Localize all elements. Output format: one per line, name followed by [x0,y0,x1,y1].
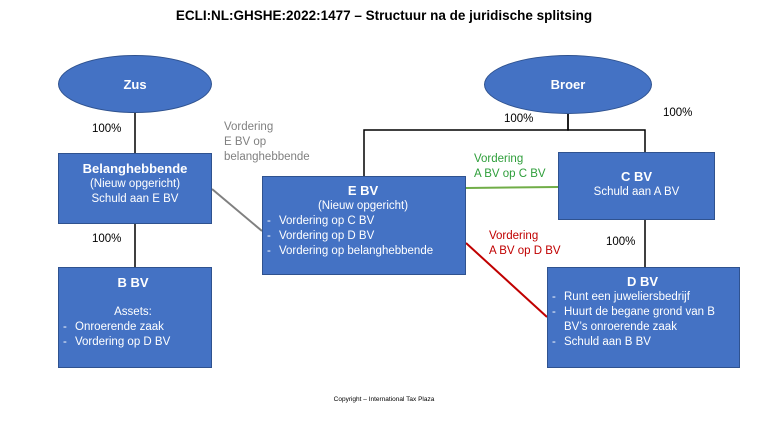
line-claim-red [465,242,548,318]
list-item: Vordering op C BV [265,214,461,229]
pct-cbv-dbv: 100% [606,236,636,248]
node-broer: Broer [484,55,652,114]
list-item: Onroerende zaak [61,320,205,335]
pct-belanghebbende-bbv: 100% [92,233,122,245]
pct-broer-ebv: 100% [504,113,534,125]
claim-label-gray: Vordering E BV op belanghebbende [224,120,310,165]
list-item: Schuld aan B BV [550,335,735,350]
node-cbv-line: Schuld aan A BV [593,186,680,198]
list-item: Huurt de begane grond van B BV’s onroere… [550,305,735,335]
claim-label-line: E BV op [224,136,267,148]
node-cbv-title: C BV [620,169,653,184]
node-zus-label: Zus [123,76,147,92]
node-bbv-assets-label: Assets: [114,306,152,318]
claim-label-line: Vordering [224,121,274,133]
claim-label-red: Vordering A BV op D BV [489,229,561,259]
node-ebv: E BV (Nieuw opgericht) Vordering op C BV… [262,176,466,275]
node-dbv-list: Runt een juweliersbedrijf Huurt de began… [550,290,735,350]
node-broer-label: Broer [550,77,586,92]
claim-label-line: Vordering [474,153,524,165]
node-cbv: C BV Schuld aan A BV [558,152,715,220]
node-zus: Zus [58,55,212,113]
line-claim-green [465,186,559,189]
claim-label-line: Vordering [489,230,539,242]
node-belanghebbende-title: Belanghebbende [82,161,188,176]
pct-broer-cbv: 100% [663,107,693,119]
list-item: Vordering op D BV [265,229,461,244]
node-belanghebbende-line: Schuld aan E BV [91,193,179,205]
node-bbv-title: B BV [117,275,149,290]
claim-label-line: A BV op C BV [474,168,546,180]
list-item: Vordering op belanghebbende [265,244,461,259]
node-dbv: D BV Runt een juweliersbedrijf Huurt de … [547,267,740,368]
node-bbv: B BV Assets: Onroerende zaak Vordering o… [58,267,212,368]
copyright: Copyright – International Tax Plaza [333,396,435,403]
claim-label-green: Vordering A BV op C BV [474,152,546,182]
node-ebv-list: Vordering op C BV Vordering op D BV Vord… [265,214,461,259]
node-belanghebbende-line: (Nieuw opgericht) [89,178,181,190]
claim-label-line: A BV op D BV [489,245,561,257]
node-ebv-subtitle: (Nieuw opgericht) [317,200,409,212]
line-broer-cbv [567,114,646,152]
node-dbv-title: D BV [626,274,659,289]
claim-label-line: belanghebbende [224,151,310,163]
node-bbv-list: Onroerende zaak Vordering op D BV [61,320,205,350]
pct-zus-belanghebbende: 100% [92,123,122,135]
list-item: Runt een juweliersbedrijf [550,290,735,305]
page-title: ECLI:NL:GHSHE:2022:1477 – Structuur na d… [175,8,593,23]
node-ebv-title: E BV [347,183,379,198]
list-item: Vordering op D BV [61,335,205,350]
node-belanghebbende: Belanghebbende (Nieuw opgericht) Schuld … [58,153,212,224]
line-claim-gray [211,188,263,232]
